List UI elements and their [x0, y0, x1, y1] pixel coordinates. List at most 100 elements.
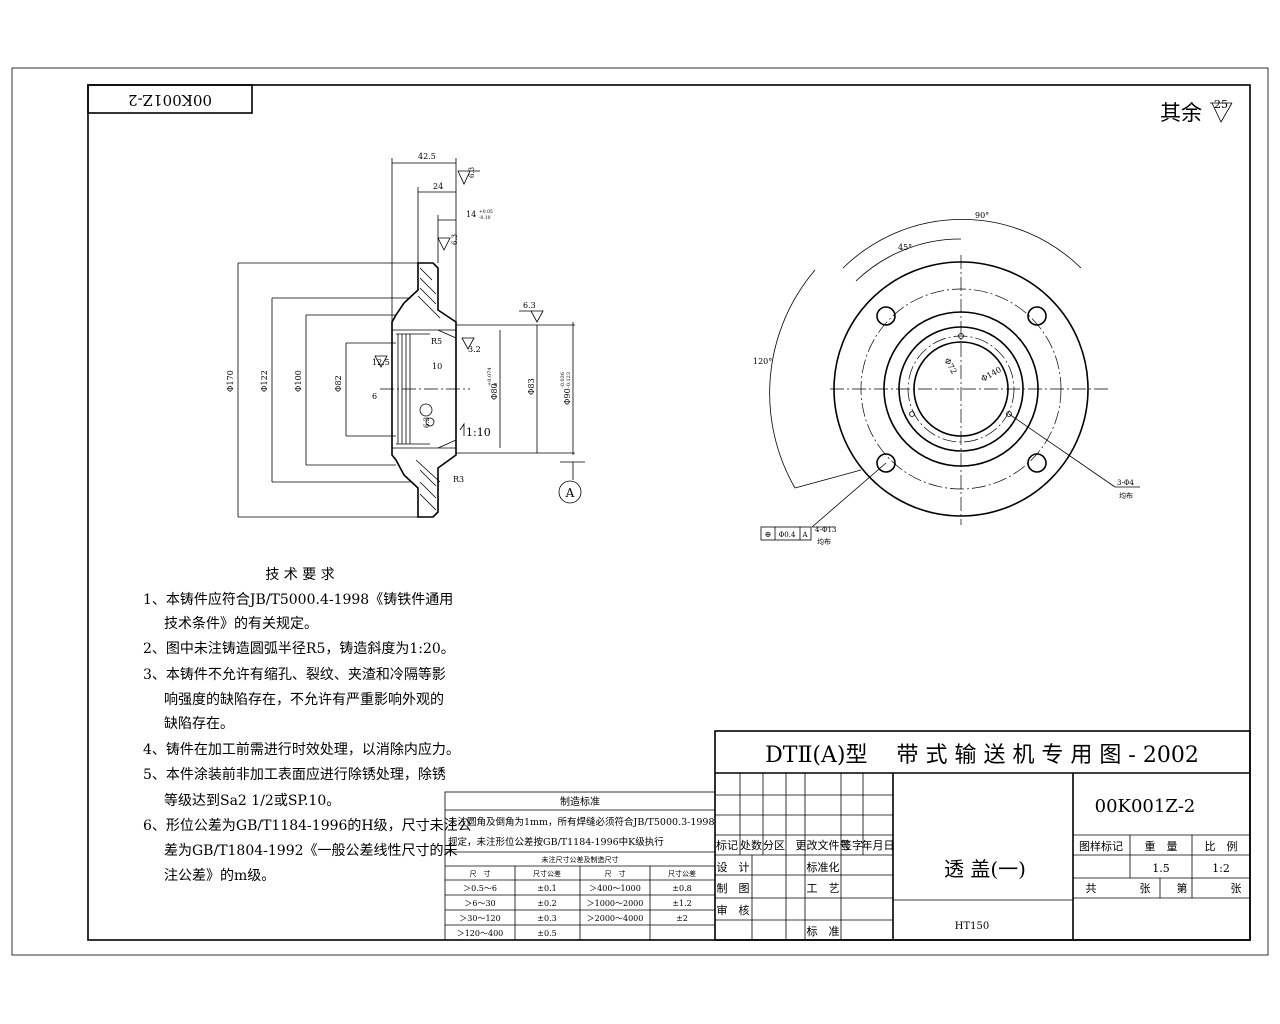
drawing-frame: [87, 84, 1251, 941]
tech-requirements: 技 术 要 求 1、本铸件应符合JB/T5000.4-1998《铸铁件通用 技术…: [143, 567, 472, 884]
role-label: 设 计: [717, 861, 750, 874]
dim-d80-lower-tol: 0: [493, 383, 499, 386]
dim-r3: R3: [453, 475, 464, 484]
req-line: 3、本铸件不允许有缩孔、裂纹、夹渣和冷隔等影: [143, 666, 446, 683]
roughness-symbol-icon: [519, 310, 544, 323]
section-view: Φ170 Φ122 Φ100 Φ82 Φ80 +0.074 0 Φ83 Φ90 …: [226, 152, 585, 518]
roughness-12-5: 12.5: [372, 358, 390, 367]
dim-6: 6: [372, 392, 377, 401]
sheet-outer-border: [11, 67, 1269, 956]
rev-header: 标记: [716, 838, 738, 852]
dim-14-upper-tol: +0.05: [479, 209, 493, 215]
req-line: 6、形位公差为GB/T1184-1996的H级，尺寸未注公: [143, 818, 472, 834]
tolerance-header: 尺 寸: [470, 869, 491, 878]
bolt-hole: [1027, 453, 1047, 473]
req-line: 缺陷存在。: [164, 716, 234, 732]
dim-d80: Φ80: [490, 383, 499, 400]
part-name: 透 盖(一): [944, 857, 1026, 881]
req-line: 等级达到Sa2 1/2或SP.10。: [164, 792, 340, 809]
tolerance-cell: ＞2000～4000: [587, 914, 644, 923]
dim-d90-lower-tol: -0.123: [566, 372, 572, 388]
dim-14-lower-tol: -0.10: [479, 215, 491, 221]
role-label: 标 准: [807, 924, 840, 938]
angle-arc-120: [769, 269, 816, 489]
dim-d80-upper-tol: +0.074: [487, 367, 493, 386]
info-header: 比 例: [1205, 839, 1238, 853]
dim-24: 24: [433, 182, 443, 191]
tolerance-header: 尺寸公差: [533, 869, 561, 878]
tolerance-table-title: 未注尺寸公差及制造尺寸: [542, 855, 619, 864]
surface-finish-value: 25: [1214, 98, 1228, 111]
tolerance-cell: ±0.2: [537, 899, 556, 908]
angle-arc-45: [855, 238, 962, 282]
holes-3-d4: 3-Φ4: [1117, 479, 1135, 487]
roughness-3-2: 3.2: [468, 345, 481, 354]
angle-arc-90: [842, 219, 1082, 269]
dim-14: 14: [466, 210, 476, 219]
req-line: 4、铸件在加工前需进行时效处理，以消除内应力。: [143, 741, 460, 758]
series-title: DTⅡ(A)型 带 式 输 送 机 专 用 图 - 2002: [765, 743, 1199, 768]
taper-1-10: 1:10: [466, 426, 491, 439]
surface-finish-label: 其余: [1160, 101, 1202, 125]
rev-header: 更改文件号: [796, 838, 851, 852]
dim-d90-upper-tol: -0.036: [560, 372, 566, 388]
dim-r5: R5: [431, 337, 442, 346]
tolerance-cell: ±0.3: [537, 914, 556, 923]
rev-header: 处数: [740, 839, 762, 852]
req-line: 5、本件涂装前非加工表面应进行除锈处理，除锈: [143, 766, 446, 783]
tolerance-cell: ＞0.5～6: [463, 884, 497, 893]
tolerance-cell: ＞120～400: [457, 929, 504, 938]
dim-d83: Φ83: [527, 378, 536, 395]
role-label: 制 图: [717, 882, 750, 895]
mfg-note-1: 未注圆角及倒角为1mm，所有焊缝必须符合JB/T5000.3-1998: [448, 816, 715, 828]
dim-d100: Φ100: [294, 370, 303, 392]
role-label: 标准化: [807, 860, 840, 874]
title-block: DTⅡ(A)型 带 式 输 送 机 专 用 图 - 2002 00K001Z-2…: [714, 730, 1251, 941]
tolerance-cell: ±1.2: [672, 899, 691, 908]
bolt-circle: [860, 288, 1062, 490]
bolt-hole: [1027, 306, 1047, 326]
req-line: 技术条件》的有关规定。: [164, 615, 318, 632]
drawing-number: 00K001Z-2: [1095, 796, 1196, 817]
end-view: 90° 45° 120° Φ72 Φ140 3-Φ4 均布 4-Φ13 均布 ⊕…: [753, 211, 1140, 546]
dim-10: 10: [432, 362, 442, 371]
roughness-symbol-icon: [437, 237, 451, 251]
tolerance-cell: ±0.8: [672, 884, 691, 893]
dim-d170: Φ170: [226, 370, 235, 392]
taper-symbol-icon: [459, 422, 465, 436]
angle-45-label: 45°: [898, 243, 912, 252]
tolerance-cell: ＞6～30: [464, 899, 495, 908]
rev-header: 分区: [763, 839, 785, 852]
scale-value: 1:2: [1212, 862, 1230, 875]
tolerance-datum: A: [801, 531, 808, 539]
dim-d72: Φ72: [942, 357, 958, 376]
sheet-label: 张: [1140, 882, 1151, 895]
mfg-standard-table: 制造标准 未注圆角及倒角为1mm，所有焊缝必须符合JB/T5000.3-1998…: [444, 791, 716, 941]
weight-value: 1.5: [1152, 862, 1170, 875]
datum-a-label: A: [565, 486, 575, 500]
rev-header: 签字: [841, 838, 863, 852]
angle-120-label: 120°: [753, 357, 772, 366]
roughness-symbol-icon: [457, 170, 480, 185]
tolerance-cell: ＞1000～2000: [587, 899, 644, 908]
holes-3-d4-note: 均布: [1119, 491, 1133, 500]
bolt-hole: [876, 453, 896, 473]
sheet-label: 第: [1177, 881, 1188, 895]
req-line: 差为GB/T1804-1992《一般公差线性尺寸的未: [164, 843, 458, 859]
datum-a-circle: [558, 480, 582, 504]
dim-d82: Φ82: [334, 375, 343, 392]
roughness-symbol-icon: [461, 337, 475, 350]
roughness-top: 6.3: [468, 167, 476, 178]
holes-4-d13-note: 均布: [817, 537, 831, 546]
sheet-label: 共: [1086, 882, 1097, 895]
drawing-number-rotated: 00K001Z-2: [128, 91, 212, 109]
req-line: 1、本铸件应符合JB/T5000.4-1998《铸铁件通用: [143, 591, 453, 608]
tolerance-cell: ±0.5: [537, 929, 556, 938]
position-symbol-icon: ⊕: [765, 530, 772, 539]
role-label: 工 艺: [807, 882, 840, 895]
req-line: 注公差》的m级。: [164, 868, 275, 884]
info-header: 重 量: [1145, 839, 1178, 853]
tolerance-value: Φ0.4: [779, 531, 796, 539]
role-label: 审 核: [717, 903, 750, 917]
